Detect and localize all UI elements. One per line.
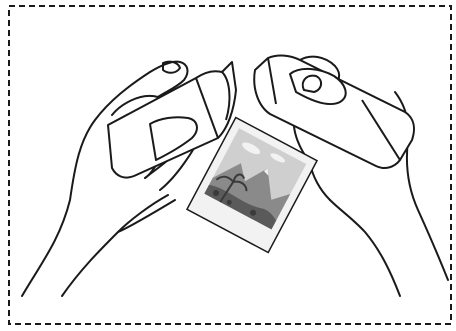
instruction-illustration	[0, 0, 456, 331]
